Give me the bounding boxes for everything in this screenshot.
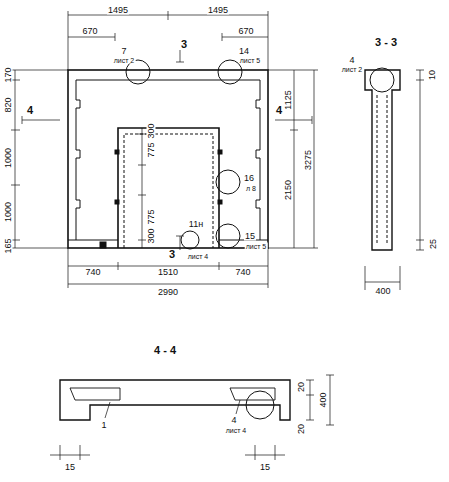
dimension: 775 xyxy=(147,141,156,158)
dimension: 20 xyxy=(297,381,306,393)
dimension: 165 xyxy=(4,237,13,254)
dimension: 740 xyxy=(84,268,101,277)
dimension: 1000 xyxy=(4,201,13,223)
dimension: 300 xyxy=(147,227,156,244)
dimension: 1495 xyxy=(207,6,229,15)
dimension: 1000 xyxy=(4,147,13,169)
dimension: 775 xyxy=(147,208,156,225)
callout-number: 11н xyxy=(188,220,204,229)
detail-circle xyxy=(216,224,240,248)
sheet-ref: лист 5 xyxy=(245,243,268,250)
callout-number: 15 xyxy=(244,232,256,241)
dimension: 170 xyxy=(4,66,13,83)
opening xyxy=(118,128,219,248)
callout-number: 4 xyxy=(348,56,355,65)
sheet-ref: лист 4 xyxy=(225,427,248,434)
dimension: 670 xyxy=(237,27,254,36)
dimension: 400 xyxy=(374,287,391,296)
section-title: 4 - 4 xyxy=(153,345,177,356)
sheet-ref: лист 2 xyxy=(113,57,136,64)
beam-edge xyxy=(76,80,260,81)
section-mark: 3 xyxy=(180,39,188,50)
sheet-ref: лист 2 xyxy=(341,66,364,73)
dimension: 1125 xyxy=(284,89,293,110)
callout-number: 16 xyxy=(243,174,255,183)
dimension-lines xyxy=(11,11,318,288)
sheet-ref: лист 5 xyxy=(239,57,262,64)
callout-number: 4 xyxy=(230,416,237,425)
dimension: 740 xyxy=(234,268,251,277)
section-mark: 3 xyxy=(168,249,176,260)
dimension: 820 xyxy=(4,96,13,113)
post-edge xyxy=(76,80,80,240)
opening-frame xyxy=(124,134,213,248)
section-mark: 4 xyxy=(275,105,283,116)
dimension: 300 xyxy=(147,122,156,139)
detail-circle xyxy=(216,170,240,194)
dimension: 15 xyxy=(259,463,271,472)
anchors xyxy=(100,150,222,248)
section-4-4 xyxy=(50,375,334,460)
dimension: 1495 xyxy=(107,6,129,15)
dimension: 1510 xyxy=(157,268,179,277)
post-edge xyxy=(256,80,260,240)
dimension: 2990 xyxy=(157,288,179,297)
dimension: 20 xyxy=(297,423,306,435)
callout-number: 14 xyxy=(238,47,250,56)
dimension: 15 xyxy=(64,463,76,472)
callout-number: 7 xyxy=(120,47,127,56)
section-3-3 xyxy=(365,68,424,290)
dimension: 670 xyxy=(81,27,98,36)
dimension: 3275 xyxy=(304,149,313,171)
detail-circle xyxy=(218,60,242,84)
section-mark: 4 xyxy=(26,105,34,116)
sheet-ref: л 8 xyxy=(245,185,257,192)
callout-number: 1 xyxy=(100,421,107,430)
detail-circle xyxy=(181,231,199,249)
detail-circle xyxy=(126,60,150,84)
dimension: 400 xyxy=(319,391,328,408)
section-title: 3 - 3 xyxy=(374,37,398,48)
sheet-ref: лист 4 xyxy=(187,253,210,260)
dimension: 10 xyxy=(428,69,437,81)
dimension: 25 xyxy=(429,238,438,250)
base-line xyxy=(68,240,268,241)
panel-outline xyxy=(68,70,268,248)
dimension: 2150 xyxy=(284,179,293,201)
